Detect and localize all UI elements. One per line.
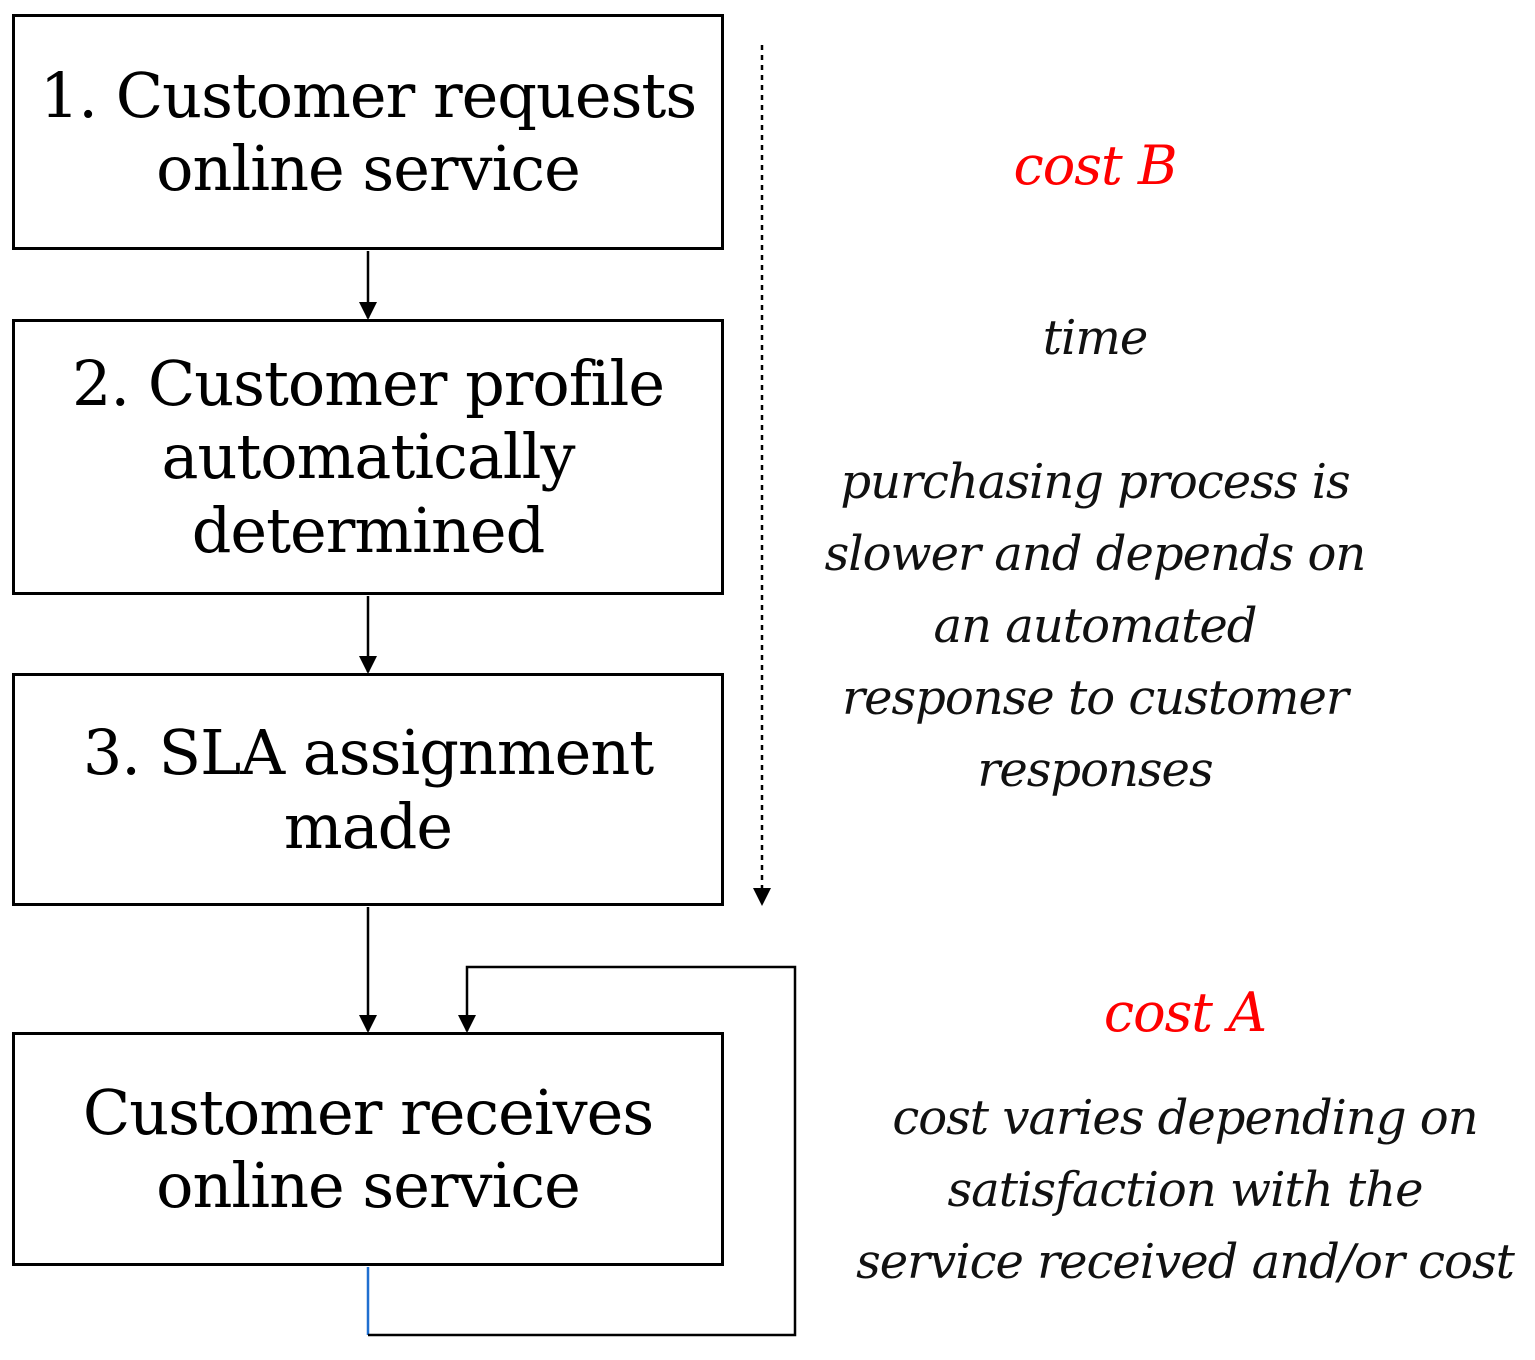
purchasing-process-note: purchasing process is slower and depends…: [824, 454, 1367, 798]
step-text: 2. Customer profile automatically determ…: [71, 347, 665, 567]
cost-a-label: cost A: [1103, 981, 1267, 1044]
cost-b-label: cost B: [1013, 134, 1177, 197]
step-box-sla-assignment: 3. SLA assignment made: [12, 673, 724, 906]
step-box-customer-requests: 1. Customer requests online service: [12, 14, 724, 250]
step-text: 3. SLA assignment made: [82, 716, 654, 863]
step-box-customer-receives: Customer receives online service: [12, 1032, 724, 1266]
step-box-customer-profile: 2. Customer profile automatically determ…: [12, 319, 724, 595]
feedback-loop-arrow: [368, 965, 797, 1337]
step-text: Customer receives online service: [82, 1075, 654, 1222]
cost-varies-note: cost varies depending on satisfaction wi…: [856, 1090, 1515, 1290]
step-text: 1. Customer requests online service: [39, 58, 697, 205]
time-label: time: [1042, 310, 1149, 366]
